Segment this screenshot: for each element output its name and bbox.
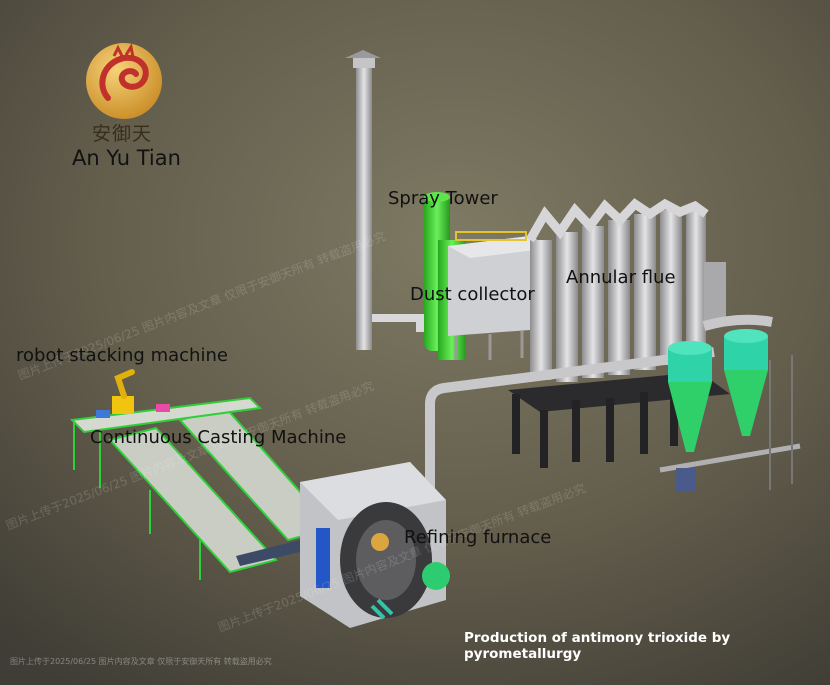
- annular-flue: [526, 198, 726, 382]
- label-annular-flue: Annular flue: [566, 267, 676, 288]
- continuous-casting-machine: [69, 396, 334, 580]
- chimney-stack: [345, 50, 424, 350]
- label-continuous-casting-machine: Continuous Casting Machine: [90, 427, 347, 448]
- label-dust-collector: Dust collector: [410, 284, 535, 305]
- brand-logo: [86, 43, 162, 119]
- brand-name-cn: 安御天: [92, 123, 153, 145]
- footer-watermark: 图片上传于2025/06/25 图片内容及文章 仅限于安御天所有 转载盗用必究: [10, 657, 272, 666]
- figure-caption: Production of antimony trioxide by pyrom…: [464, 630, 731, 662]
- robot-stacking-machine: [96, 369, 170, 418]
- label-robot-stacking-machine: robot stacking machine: [16, 345, 228, 366]
- label-spray-tower: Spray Tower: [388, 188, 498, 209]
- brand-name-en: An Yu Tian: [72, 146, 181, 170]
- refining-furnace: [300, 462, 450, 628]
- cyclone-separators: [659, 329, 801, 492]
- label-refining-furnace: Refining furnace: [404, 527, 552, 548]
- dust-collector: [448, 231, 552, 360]
- flue-pipe: [425, 314, 773, 490]
